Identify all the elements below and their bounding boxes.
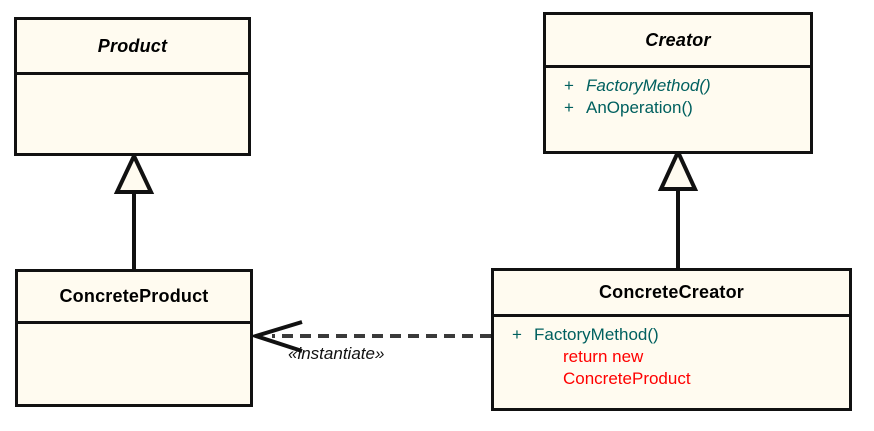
class-name-label: Creator xyxy=(645,29,711,50)
class-members-compartment: + FactoryMethod() return new ConcretePro… xyxy=(494,317,849,408)
class-name-compartment: Product xyxy=(17,20,248,75)
member-note-line: ConcreteProduct xyxy=(563,369,691,388)
class-members-compartment xyxy=(17,75,248,153)
member-signature-label: AnOperation() xyxy=(586,98,693,117)
member-signature-label: FactoryMethod() xyxy=(586,76,711,95)
class-member-row: + FactoryMethod() xyxy=(546,75,810,97)
class-name-compartment: Creator xyxy=(546,15,810,68)
class-box-product[interactable]: Product xyxy=(14,17,251,156)
class-name-compartment: ConcreteCreator xyxy=(494,271,849,317)
class-name-compartment: ConcreteProduct xyxy=(18,272,250,324)
member-note-line: return new xyxy=(563,347,644,366)
member-signature-label: FactoryMethod() xyxy=(534,325,659,344)
class-box-creator[interactable]: Creator + FactoryMethod() + AnOperation(… xyxy=(543,12,813,154)
generalization-triangle-icon xyxy=(113,151,155,194)
class-name-label: ConcreteProduct xyxy=(59,286,209,306)
member-visibility-label: + xyxy=(512,325,522,344)
class-name-label: Product xyxy=(97,35,168,56)
generalization-concreteproduct-to-product xyxy=(113,151,155,269)
class-box-concretecreator[interactable]: ConcreteCreator + FactoryMethod() return… xyxy=(491,268,852,411)
dependency-stereotype-label: «instantiate» xyxy=(288,344,385,363)
class-member-row: + AnOperation() xyxy=(546,97,810,119)
member-visibility-label: + xyxy=(564,76,574,95)
class-members-compartment xyxy=(18,324,250,404)
generalization-concretecreator-to-creator xyxy=(657,147,699,268)
class-name-label: ConcreteCreator xyxy=(598,282,745,302)
generalization-triangle-icon xyxy=(657,147,699,191)
class-members-compartment: + FactoryMethod() + AnOperation() xyxy=(546,68,810,151)
member-visibility-label: + xyxy=(564,98,574,117)
class-box-concreteproduct[interactable]: ConcreteProduct xyxy=(15,269,253,407)
class-member-row: + FactoryMethod() xyxy=(494,324,849,346)
